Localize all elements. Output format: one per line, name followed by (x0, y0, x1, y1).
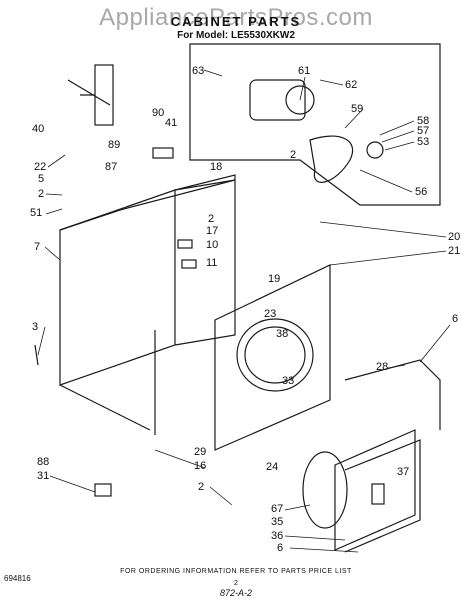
inset-box (189, 43, 441, 206)
callout-61: 61 (298, 65, 310, 77)
motor-pulley (285, 85, 315, 115)
callout-19: 19 (268, 273, 280, 285)
callout-17: 17 (206, 225, 218, 237)
front-panel (214, 264, 331, 451)
callout-2-inset: 2 (290, 149, 296, 161)
door-inner-panel (344, 439, 421, 553)
cabinet-back-side (174, 174, 236, 346)
callout-24: 24 (266, 461, 278, 473)
callout-5: 5 (38, 173, 44, 185)
callout-22: 22 (34, 161, 46, 173)
callout-33: 33 (282, 375, 294, 387)
ordering-info: FOR ORDERING INFORMATION REFER TO PARTS … (120, 568, 352, 575)
door-handle (371, 483, 385, 505)
idler-pulley (366, 141, 384, 159)
callout-58: 58 (417, 115, 429, 127)
callout-6-right: 6 (452, 313, 458, 325)
callout-51: 51 (30, 207, 42, 219)
callout-67: 67 (271, 503, 283, 515)
callout-89: 89 (108, 139, 120, 151)
callout-59: 59 (351, 103, 363, 115)
door-seal (302, 451, 348, 529)
callout-56: 56 (415, 186, 427, 198)
callout-2-c: 2 (198, 481, 204, 493)
callout-31: 31 (37, 470, 49, 482)
callout-28: 28 (376, 361, 388, 373)
door-hinge-rod (344, 359, 441, 430)
callout-21: 21 (448, 245, 460, 257)
callout-40: 40 (32, 123, 44, 135)
cabinet-top-frame (59, 179, 236, 231)
callout-36: 36 (271, 530, 283, 542)
callout-88: 88 (37, 456, 49, 468)
callout-18: 18 (210, 161, 222, 173)
callout-35: 35 (271, 516, 283, 528)
callout-7: 7 (34, 241, 40, 253)
callout-10: 10 (206, 239, 218, 251)
drive-belt (309, 135, 354, 183)
motor-housing (249, 79, 306, 121)
watermark: AppliancePartsPros.com (99, 4, 373, 31)
callout-57: 57 (417, 125, 429, 137)
figure-number: 694816 (4, 574, 31, 583)
callout-6-bottom: 6 (277, 542, 283, 554)
callout-37: 37 (397, 466, 409, 478)
callout-90: 90 (152, 107, 164, 119)
callout-2-a: 2 (38, 188, 44, 200)
callout-41: 41 (165, 117, 177, 129)
part-code: 872-A-2 (219, 588, 253, 598)
callout-53: 53 (417, 136, 429, 148)
callout-29: 29 (194, 446, 206, 458)
callout-23: 23 (264, 308, 276, 320)
page-number: 2 (234, 580, 238, 587)
diagram-title: CABINET PARTS (170, 14, 302, 29)
callout-20: 20 (448, 231, 460, 243)
cabinet-left-side (59, 189, 176, 386)
callout-87: 87 (105, 161, 117, 173)
callout-62: 62 (345, 79, 357, 91)
door-opening (236, 318, 314, 392)
callout-63: 63 (192, 65, 204, 77)
callout-3: 3 (32, 321, 38, 333)
callout-11: 11 (206, 257, 217, 269)
model-number: For Model: LE5530XKW2 (177, 30, 295, 41)
callout-2-b: 2 (208, 213, 214, 225)
door-outer-panel (334, 429, 416, 551)
callout-38: 38 (276, 328, 288, 340)
